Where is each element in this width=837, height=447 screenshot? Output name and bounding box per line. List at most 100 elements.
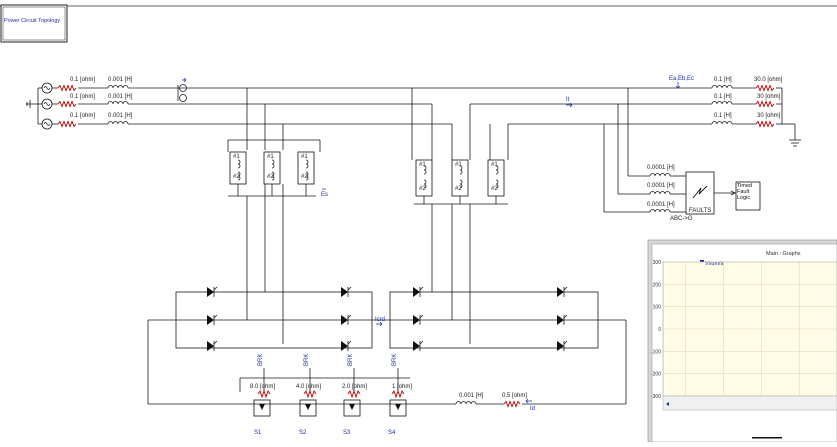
y-tick-label-3: 0	[658, 327, 661, 333]
ea-eb-ec-label: Ea,Eb,Ec	[669, 76, 694, 82]
y-tick-label-6: -300	[651, 394, 661, 400]
load-side: Ea,Eb,Ec It 0.1 [H] 30.0 [ohm] 0.1 [H] 3…	[412, 76, 801, 147]
it-label: It	[566, 97, 570, 103]
dc-load-bank: 8.0 [ohm] BRK S1 4.0 [ohm] BRK S2 2.0 [o…	[147, 320, 627, 436]
thyristor-6[interactable]	[341, 340, 352, 351]
source-res-b-label: 0.1 [ohm]	[70, 94, 95, 100]
source-inductor-b[interactable]	[107, 101, 129, 105]
graph-resize-grip	[752, 437, 782, 439]
thyristor-3[interactable]	[207, 340, 218, 351]
scroll-left-icon[interactable]	[666, 402, 669, 406]
svg-text:#1: #1	[233, 154, 240, 160]
source-ind-a-label: 0.001 [H]	[108, 77, 133, 83]
fault-inductor-a[interactable]	[649, 173, 671, 177]
svg-text:4.0 [ohm]: 4.0 [ohm]	[296, 384, 321, 390]
bank-resistor-4[interactable]: 1 [ohm] BRK S4	[388, 354, 412, 436]
svg-text:#2: #2	[491, 186, 498, 192]
y-tick-label-1: 200	[653, 282, 662, 288]
load-resistor-a[interactable]	[755, 84, 775, 92]
svg-text:30 [ohm]: 30 [ohm]	[757, 113, 781, 119]
load-resistor-b[interactable]	[755, 100, 775, 108]
svg-text:#2: #2	[267, 174, 274, 180]
svg-text:#1: #1	[267, 154, 274, 160]
svg-text:#1: #1	[419, 162, 426, 168]
legend-swatch	[700, 260, 704, 262]
thyristor-4[interactable]	[341, 286, 352, 297]
svg-text:#2: #2	[419, 186, 426, 192]
thyristor-2[interactable]	[207, 314, 218, 325]
svg-text:0.0001 [H]: 0.0001 [H]	[647, 165, 675, 171]
source-inductor-c[interactable]	[107, 121, 129, 125]
svg-text:0.1 [H]: 0.1 [H]	[714, 94, 732, 100]
load-inductor-a[interactable]	[711, 85, 733, 89]
thyristor-12[interactable]	[557, 340, 568, 351]
svg-text:0.5 [ohm]: 0.5 [ohm]	[502, 393, 527, 399]
load-resistor-c[interactable]	[755, 120, 775, 128]
title-box[interactable]: Power Circuit Topology	[0, 4, 68, 43]
graph-window[interactable]: Main : Graphs Vsum/a 3002001000-100-200-…	[647, 239, 837, 443]
source-inductor-a[interactable]	[107, 85, 129, 89]
svg-text:BRK: BRK	[348, 354, 354, 366]
source-meter-icon[interactable]	[177, 77, 187, 102]
transformer-left-1[interactable]: #1 #2	[229, 151, 247, 185]
icrd-label: Icrd	[375, 317, 385, 323]
thyristor-8[interactable]	[413, 314, 424, 325]
svg-text:#2: #2	[455, 186, 462, 192]
fault-inductor-c[interactable]	[649, 209, 671, 213]
timed-fault-logic[interactable]: Timed Fault Logic	[735, 181, 761, 211]
svg-text:0.1 [H]: 0.1 [H]	[714, 77, 732, 83]
es-label: Es	[321, 192, 328, 198]
source-side: 0.1 [ohm] 0.001 [H] 0.1 [ohm] 0.001 [H] …	[26, 77, 452, 130]
svg-text:BRK: BRK	[258, 354, 264, 366]
svg-text:8.0 [ohm]: 8.0 [ohm]	[250, 384, 275, 390]
svg-text:0.0001 [H]: 0.0001 [H]	[647, 202, 675, 208]
rectifier-bridges: Icrd	[148, 286, 626, 351]
load-inductor-c[interactable]	[711, 121, 733, 125]
legend-label: Vsum/a	[705, 261, 725, 267]
thyristor-9[interactable]	[413, 340, 424, 351]
svg-text:BRK: BRK	[304, 354, 310, 366]
bank-resistor-2[interactable]: 4.0 [ohm] BRK S2	[296, 354, 321, 436]
dc-series-inductor[interactable]	[455, 401, 477, 405]
transformer-left-2[interactable]: #1 #2	[263, 151, 281, 185]
thyristor-5[interactable]	[341, 314, 352, 325]
svg-text:0.1 [H]: 0.1 [H]	[714, 113, 732, 119]
thyristor-1[interactable]	[207, 286, 218, 297]
bank-resistor-1[interactable]: 8.0 [ohm] BRK S1	[250, 354, 275, 436]
transformer-right-3[interactable]: #1 #2	[487, 159, 505, 197]
id-label: Id	[530, 406, 535, 412]
thyristor-7[interactable]	[413, 286, 424, 297]
timed-fault-logic-label: Timed Fault Logic	[737, 183, 753, 201]
svg-text:1 [ohm]: 1 [ohm]	[392, 384, 412, 390]
transformer-right-2[interactable]: #1 #2	[451, 159, 469, 197]
svg-text:#1: #1	[301, 154, 308, 160]
thyristor-10[interactable]	[557, 286, 568, 297]
svg-text:0.001 [H]: 0.001 [H]	[459, 393, 484, 399]
faults-block[interactable]: FAULTS ABC->G	[670, 171, 715, 222]
thyristor-11[interactable]	[557, 314, 568, 325]
graph-x-axis-strip	[662, 395, 837, 411]
y-tick-label-5: -200	[651, 372, 661, 378]
svg-text:#2: #2	[233, 174, 240, 180]
dc-series-resistor[interactable]	[503, 400, 521, 408]
svg-text:S3: S3	[343, 430, 351, 436]
svg-text:S2: S2	[299, 430, 307, 436]
transformer-left-3[interactable]: #1 #2	[297, 151, 315, 185]
y-tick-label-0: 300	[653, 260, 662, 266]
source-res-a-label: 0.1 [ohm]	[70, 77, 95, 83]
transformer-right-1[interactable]: #1 #2	[415, 159, 433, 197]
svg-text:0.0001 [H]: 0.0001 [H]	[647, 183, 675, 189]
load-inductor-b[interactable]	[711, 101, 733, 105]
source-resistor-a[interactable]	[57, 84, 77, 92]
bank-resistor-3[interactable]: 2.0 [ohm] BRK S3	[342, 354, 367, 436]
svg-text:BRK: BRK	[392, 354, 398, 366]
source-resistor-b[interactable]	[57, 100, 77, 108]
y-tick-label-4: -100	[651, 349, 661, 355]
right-transformer-bank: #1 #2 #1 #2 #1 #2	[411, 88, 509, 344]
source-resistor-c[interactable]	[57, 120, 77, 128]
fault-inductor-b[interactable]	[649, 191, 671, 195]
abc-g-label: ABC->G	[670, 216, 693, 222]
title-label: Power Circuit Topology	[4, 18, 60, 24]
